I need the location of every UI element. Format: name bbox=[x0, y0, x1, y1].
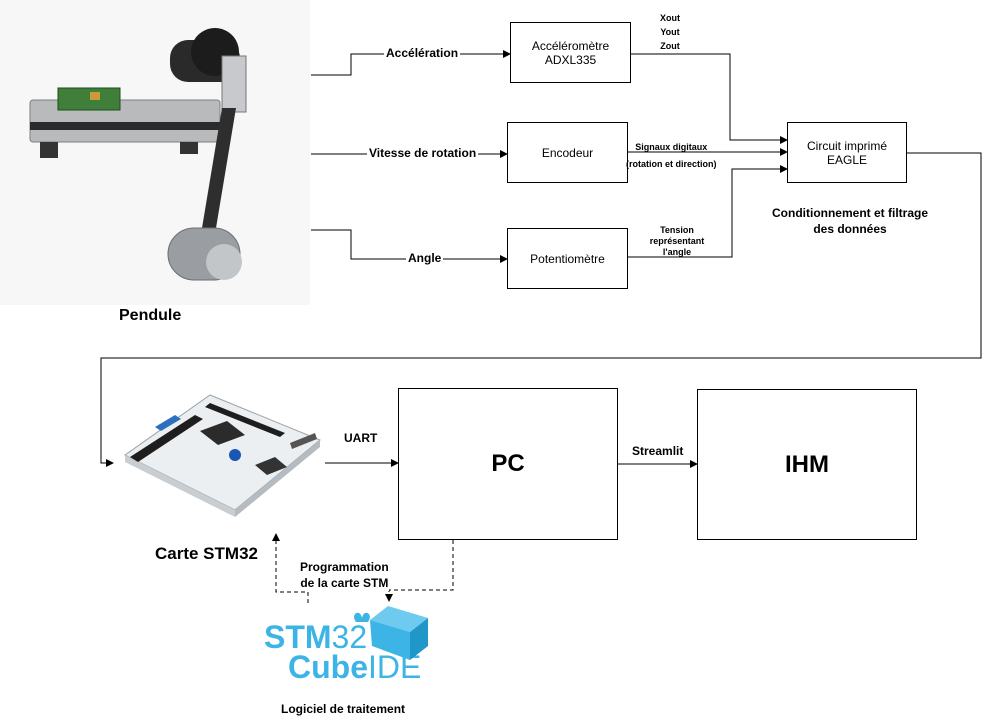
angle-label: Angle bbox=[406, 251, 444, 265]
wire-pot-to-pcb bbox=[628, 165, 788, 258]
pendulum-photo bbox=[0, 0, 310, 305]
logo-cube-text: Cube bbox=[288, 649, 368, 685]
pcb-tool: EAGLE bbox=[826, 152, 868, 167]
streamlit-label: Streamlit bbox=[632, 444, 684, 458]
conditioning-line-2: des données bbox=[813, 222, 887, 236]
programming-line-2: de la carte STM bbox=[300, 576, 389, 590]
voltage-line-3: l'angle bbox=[662, 247, 692, 257]
axes-labels: Xout Yout Zout bbox=[660, 11, 680, 53]
accelerometer-block: Accéléromètre ADXL335 bbox=[510, 22, 631, 83]
accelerometer-model: ADXL335 bbox=[544, 52, 597, 67]
stm32-caption: Carte STM32 bbox=[155, 544, 258, 563]
zout-label: Zout bbox=[660, 41, 680, 51]
logo-32-text: 32 bbox=[331, 619, 368, 655]
wire-ide-to-stm32 bbox=[272, 533, 309, 603]
pcb-block: Circuit imprimé EAGLE bbox=[787, 122, 907, 183]
logo-stm-text: STM bbox=[264, 619, 332, 655]
programming-line-1: Programmation bbox=[300, 560, 389, 574]
software-caption: Logiciel de traitement bbox=[281, 702, 406, 716]
cube-icon bbox=[354, 606, 428, 660]
pc-block: PC bbox=[398, 388, 618, 540]
digital-signals-label: Signaux digitaux (rotation et direction) bbox=[626, 139, 717, 173]
uart-label: UART bbox=[344, 431, 378, 445]
voltage-line-1: Tension bbox=[660, 225, 694, 235]
xout-label: Xout bbox=[660, 13, 680, 23]
hmi-block: IHM bbox=[697, 389, 917, 540]
voltage-line-2: représentant bbox=[649, 236, 705, 246]
pcb-name: Circuit imprimé bbox=[806, 138, 887, 153]
wire-accel-to-pcb bbox=[631, 53, 788, 144]
potentiometer-block: Potentiomètre bbox=[507, 228, 628, 289]
logo-line-1: STM32 bbox=[264, 619, 421, 655]
acceleration-label: Accélération bbox=[384, 46, 461, 60]
wire-programming-to-ide bbox=[385, 540, 454, 602]
digital-signals-line-2: (rotation et direction) bbox=[626, 159, 717, 169]
encoder-block: Encodeur bbox=[507, 122, 628, 183]
wire-pcb-to-stm32 bbox=[100, 152, 982, 467]
rotation-speed-label: Vitesse de rotation bbox=[367, 146, 479, 160]
accelerometer-name: Accéléromètre bbox=[531, 38, 610, 53]
programming-label: Programmation de la carte STM bbox=[300, 559, 389, 591]
conditioning-label: Conditionnement et filtrage des données bbox=[770, 205, 930, 237]
pendulum-caption: Pendule bbox=[119, 307, 182, 324]
voltage-label: Tension représentant l'angle bbox=[639, 225, 715, 258]
digital-signals-line-1: Signaux digitaux bbox=[635, 142, 708, 152]
conditioning-line-1: Conditionnement et filtrage bbox=[772, 206, 928, 220]
stm32-board-image bbox=[124, 394, 321, 517]
yout-label: Yout bbox=[660, 27, 680, 37]
